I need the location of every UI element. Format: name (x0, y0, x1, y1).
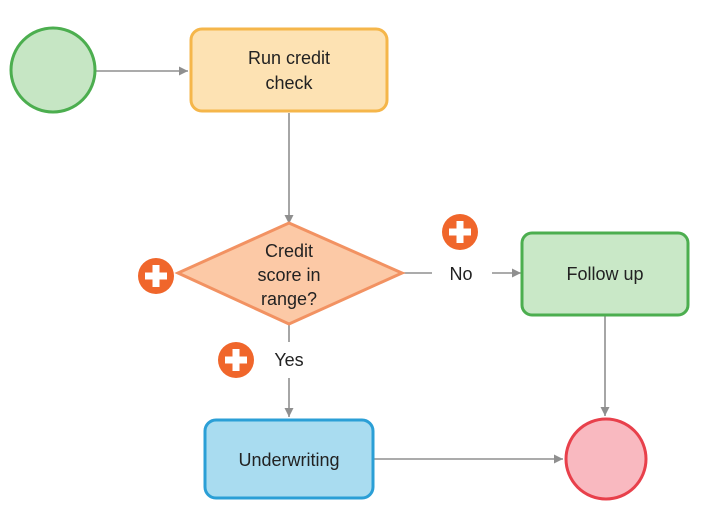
task-underwriting[interactable]: Underwriting (203, 418, 375, 500)
task-run-credit-check-label-line-2: check (265, 73, 313, 93)
start-event[interactable] (9, 26, 97, 114)
task-follow-up-label: Follow up (566, 264, 643, 284)
decision-label-line-1: Credit (265, 241, 313, 261)
end-event[interactable] (564, 417, 648, 501)
connectors (96, 66, 610, 464)
decision-label-line-2: score in (257, 265, 320, 285)
plus-circle-icon (449, 221, 471, 243)
task-follow-up[interactable]: Follow up (520, 231, 690, 317)
task-run-credit-check[interactable]: Run credit check (189, 27, 389, 113)
task-run-credit-check-label-line-1: Run credit (248, 48, 330, 68)
decision-label-line-3: range? (261, 289, 317, 309)
edge-label-yes: Yes (274, 350, 303, 370)
plus-circle-icon (145, 265, 167, 287)
add-step-button-yes-branch[interactable] (218, 342, 254, 378)
add-step-button-no-branch[interactable] (442, 214, 478, 250)
edge-label-no: No (449, 264, 472, 284)
add-step-button-decision[interactable] (138, 258, 174, 294)
decision-credit-score[interactable]: Credit score in range? (174, 221, 406, 326)
plus-circle-icon (225, 349, 247, 371)
task-underwriting-label: Underwriting (238, 450, 339, 470)
